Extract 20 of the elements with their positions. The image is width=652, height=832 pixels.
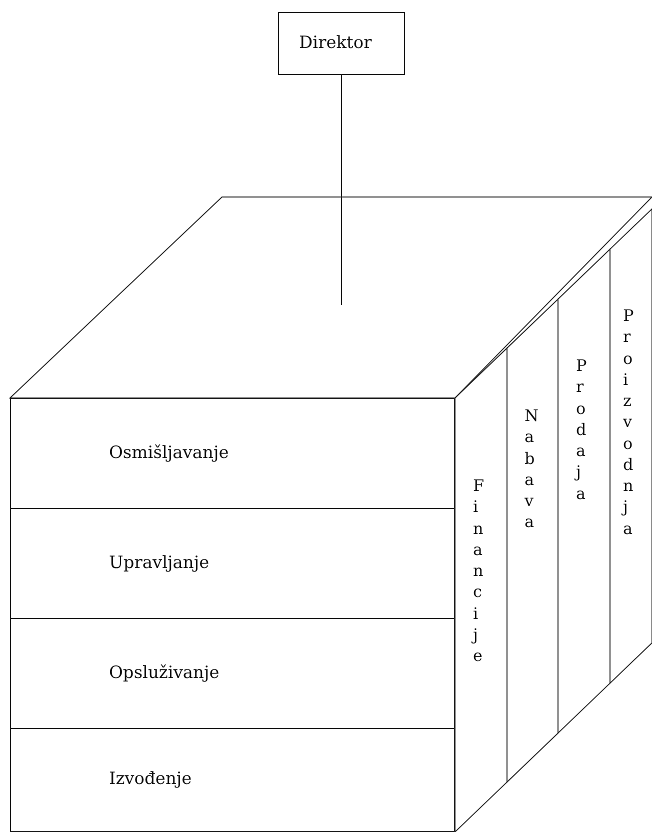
title-box — [278, 12, 405, 75]
function-strip — [455, 348, 507, 832]
level-label: Osmišljavanje — [109, 442, 229, 462]
level-label: Upravljanje — [109, 552, 210, 572]
connector-line — [341, 74, 342, 306]
title-label: Direktor — [299, 33, 372, 53]
level-band — [10, 728, 455, 832]
level-band — [10, 398, 455, 509]
level-label: Opsluživanje — [109, 662, 220, 682]
function-label: Financije — [473, 475, 489, 666]
top-face — [10, 197, 652, 399]
level-band — [10, 508, 455, 619]
function-label: Nabava — [524, 405, 540, 533]
function-strip — [558, 249, 610, 733]
function-label: Prodaja — [576, 355, 592, 504]
function-strip — [610, 209, 652, 683]
function-label: Proizvodnja — [623, 305, 639, 539]
level-label: Izvođenje — [109, 769, 192, 789]
level-band — [10, 618, 455, 729]
function-strip — [507, 299, 558, 782]
